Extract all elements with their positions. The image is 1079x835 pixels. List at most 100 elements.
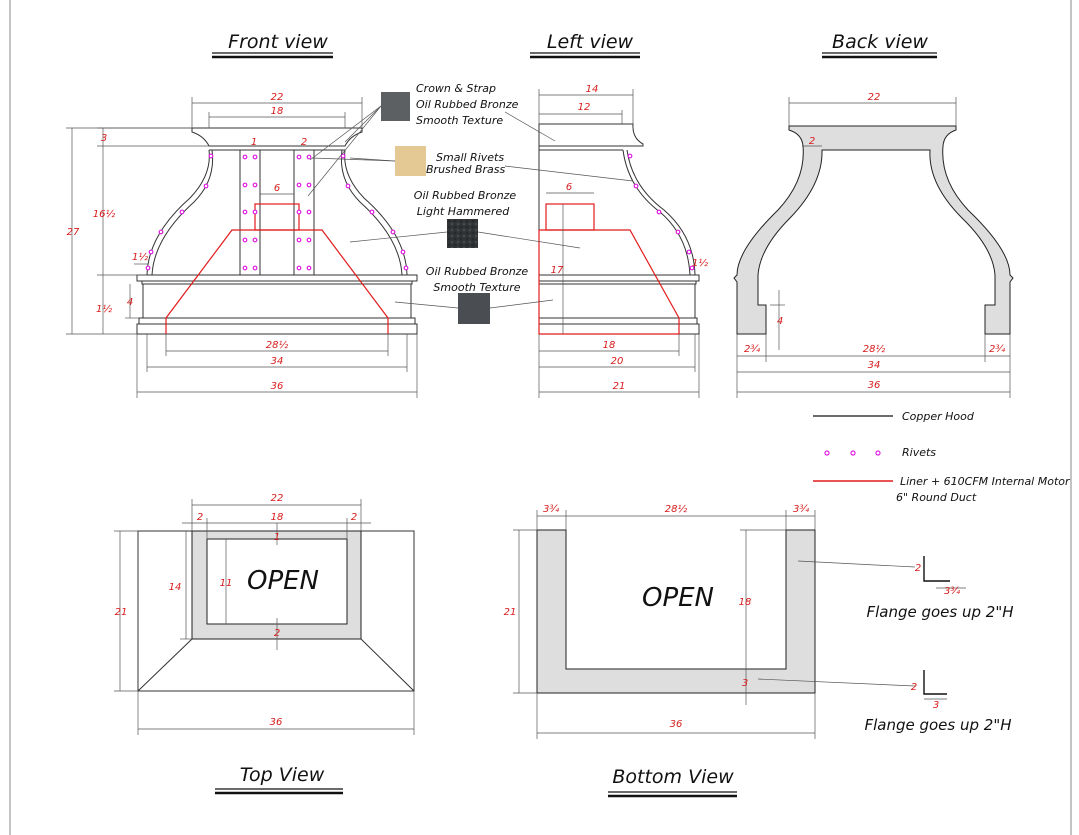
svg-text:36: 36 (868, 380, 881, 391)
svg-text:Light Hammered: Light Hammered (417, 205, 510, 218)
callout-rivets: Small Rivets Brushed Brass (311, 146, 634, 182)
svg-text:3¾: 3¾ (793, 504, 809, 515)
top-view-drawing (114, 499, 415, 735)
svg-text:36: 36 (670, 719, 683, 730)
svg-text:2¾: 2¾ (744, 344, 760, 355)
svg-text:Bottom View: Bottom View (612, 766, 734, 788)
title-back-view: Back view (822, 31, 937, 59)
svg-text:3: 3 (742, 678, 748, 689)
svg-text:Brushed Brass: Brushed Brass (426, 163, 506, 176)
svg-text:1: 1 (274, 532, 280, 543)
svg-text:2: 2 (915, 563, 921, 574)
svg-text:14: 14 (586, 84, 599, 95)
back-dimensions: 22 2 4 2¾ 28½ 2¾ 34 36 (744, 92, 1005, 391)
swatch-crown (381, 92, 410, 121)
svg-text:2: 2 (351, 512, 357, 523)
svg-text:4: 4 (777, 316, 783, 327)
left-view-drawing (538, 89, 700, 398)
title-bottom-view: Bottom View (608, 766, 737, 798)
svg-text:28½: 28½ (863, 343, 886, 355)
svg-text:17: 17 (551, 265, 564, 276)
svg-text:22: 22 (271, 493, 284, 504)
back-view-drawing (733, 97, 1014, 398)
svg-text:Oil Rubbed Bronze: Oil Rubbed Bronze (416, 98, 519, 111)
svg-text:3: 3 (933, 700, 939, 711)
svg-text:Oil Rubbed Bronze: Oil Rubbed Bronze (414, 189, 517, 202)
svg-text:28½: 28½ (266, 339, 289, 351)
svg-text:16½: 16½ (93, 208, 116, 220)
legend-rivet-dot (824, 450, 830, 456)
flange-detail-bottom: 2 3 Flange goes up 2"H (864, 670, 1012, 734)
svg-text:Oil Rubbed Bronze: Oil Rubbed Bronze (426, 265, 529, 278)
svg-text:14: 14 (169, 582, 182, 593)
svg-text:Crown & Strap: Crown & Strap (416, 82, 496, 95)
bottom-dimensions: 3¾ 28½ 3¾ 21 18 3 36 OPEN (504, 503, 810, 730)
bottom-view-drawing (513, 510, 916, 739)
svg-text:2: 2 (301, 137, 307, 148)
swatch-rivets (395, 146, 426, 176)
svg-text:Small Rivets: Small Rivets (436, 151, 504, 164)
svg-text:18: 18 (271, 512, 284, 523)
svg-text:2¾: 2¾ (989, 344, 1005, 355)
svg-text:36: 36 (271, 381, 284, 392)
title-front-view: Front view (212, 31, 333, 59)
svg-text:21: 21 (504, 607, 517, 618)
svg-text:20: 20 (611, 356, 624, 367)
swatch-hammered (447, 219, 478, 248)
svg-text:36: 36 (270, 717, 283, 728)
title-top-view: Top View (215, 764, 343, 795)
svg-text:2: 2 (197, 512, 203, 523)
legend-copper-label: Copper Hood (902, 410, 975, 423)
svg-text:3¾: 3¾ (543, 504, 559, 515)
svg-text:1½: 1½ (132, 251, 148, 263)
left-dimensions: 14 12 6 17 1½ 18 20 21 (551, 84, 709, 392)
callout-hammered: Oil Rubbed Bronze Light Hammered (349, 189, 581, 249)
svg-text:34: 34 (868, 360, 881, 371)
svg-text:21: 21 (115, 607, 128, 618)
front-view-drawing (66, 97, 418, 398)
svg-text:21: 21 (613, 381, 626, 392)
callout-smooth: Oil Rubbed Bronze Smooth Texture (394, 265, 554, 324)
top-open-label: OPEN (247, 566, 319, 596)
svg-text:2: 2 (911, 682, 917, 693)
svg-text:Smooth Texture: Smooth Texture (433, 281, 520, 294)
legend-duct-label: 6" Round Duct (896, 491, 977, 504)
callout-crown-strap: Crown & Strap Oil Rubbed Bronze Smooth T… (307, 82, 556, 197)
svg-text:27: 27 (67, 227, 80, 238)
svg-text:3: 3 (101, 133, 107, 144)
svg-text:1½: 1½ (96, 303, 112, 315)
svg-text:6: 6 (274, 183, 280, 194)
front-dimensions: 22 18 1 2 3 16½ 27 6 4 1½ 1½ 28½ 34 36 (67, 92, 308, 392)
top-dimensions: 22 2 18 2 1 14 11 2 21 36 OPEN (115, 493, 358, 728)
svg-text:Back view: Back view (832, 31, 928, 53)
svg-text:3¾: 3¾ (944, 586, 960, 597)
svg-text:Smooth Texture: Smooth Texture (416, 114, 503, 127)
svg-text:22: 22 (271, 92, 284, 103)
svg-text:Front view: Front view (228, 31, 328, 53)
bottom-open-label: OPEN (642, 583, 714, 613)
svg-text:28½: 28½ (665, 503, 688, 515)
svg-text:Left view: Left view (547, 31, 634, 53)
svg-text:4: 4 (127, 297, 133, 308)
flange-top-text: Flange goes up 2"H (866, 603, 1013, 621)
swatch-smooth (458, 293, 490, 324)
flange-detail-top: 2 3¾ Flange goes up 2"H (866, 556, 1014, 621)
flange-bottom-text: Flange goes up 2"H (864, 716, 1011, 734)
svg-text:1½: 1½ (692, 257, 708, 269)
svg-text:12: 12 (578, 102, 591, 113)
svg-text:34: 34 (271, 356, 284, 367)
svg-text:1: 1 (251, 137, 257, 148)
svg-text:6: 6 (566, 182, 572, 193)
svg-text:18: 18 (739, 597, 752, 608)
legend-rivets-label: Rivets (902, 446, 936, 459)
svg-text:18: 18 (603, 340, 616, 351)
svg-text:11: 11 (220, 578, 233, 589)
svg-text:Top View: Top View (240, 764, 325, 786)
title-left-view: Left view (530, 31, 640, 59)
legend-liner-label: Liner + 610CFM Internal Motor (900, 475, 1071, 488)
svg-text:18: 18 (271, 106, 284, 117)
svg-text:2: 2 (809, 136, 815, 147)
svg-text:2: 2 (274, 628, 280, 639)
svg-text:22: 22 (868, 92, 881, 103)
